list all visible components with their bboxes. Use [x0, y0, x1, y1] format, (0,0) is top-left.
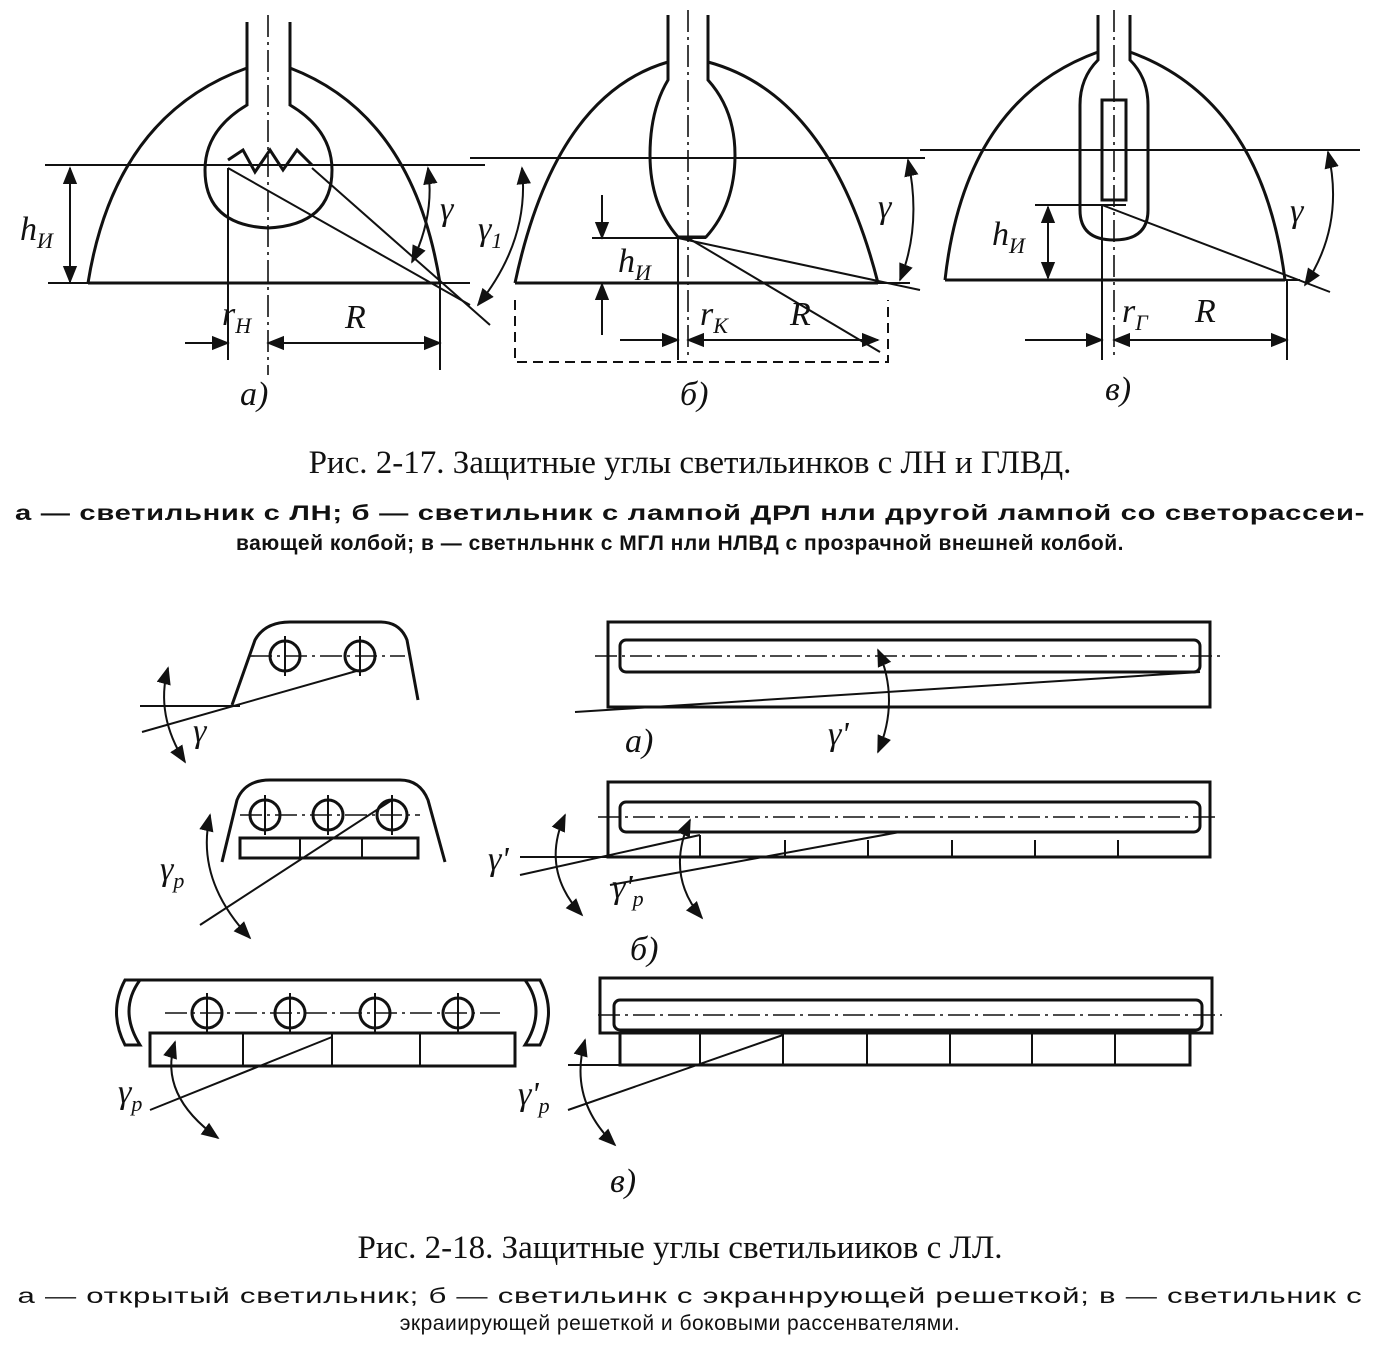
- housing-longitudinal: [606, 780, 1212, 859]
- cutoff-ray-gamma1: [311, 167, 491, 326]
- figure-2-17: hИ rН R γ γ1 а) hИ rК R: [15, 10, 1365, 555]
- cutoff-ray: [1101, 204, 1331, 293]
- gamma-prime-arc: [877, 648, 892, 754]
- side-diffuser-right: [522, 978, 550, 1047]
- lamp-tube-cross-section: [190, 993, 475, 1033]
- panel-b-label: б): [630, 931, 658, 968]
- gamma-arc: [899, 158, 919, 282]
- gamma1-label: γ1: [478, 211, 502, 253]
- panel-b-label: б): [680, 376, 708, 413]
- panel-v-label: в): [610, 1163, 636, 1200]
- gamma-p-label: γр: [160, 851, 184, 893]
- cutoff-ray: [567, 1034, 784, 1111]
- shielding-grid-ticks: [699, 835, 1119, 857]
- figure-caption-2-17: Рис. 2-17. Защитные углы светильинков с …: [309, 445, 1072, 481]
- gamma-arc: [1304, 150, 1339, 287]
- gamma-arc: [156, 666, 186, 764]
- gamma-prime-label: γ': [488, 841, 509, 878]
- gamma-p-prime-arc: [573, 1038, 617, 1147]
- cutoff-ray: [677, 237, 921, 291]
- panel-v-label: в): [1105, 371, 1131, 408]
- gamma-label: γ: [440, 191, 455, 228]
- gamma-label: γ: [878, 189, 893, 226]
- housing-cross-section: [220, 778, 447, 863]
- panel-a-label: а): [240, 376, 268, 413]
- figure-note-2-18-line1: а — открытый светильник; б — светильинк …: [18, 1285, 1363, 1308]
- fig18-panel-b: γр γ' γ'р б): [160, 778, 1220, 968]
- fig17-panel-v: hИ rГ R γ в): [920, 10, 1360, 408]
- shielding-grid-longitudinal: [618, 1031, 1192, 1067]
- figure-note-2-17-line2: вающей колбой; в — светнльннк с МГЛ нли …: [236, 532, 1124, 555]
- housing-longitudinal: [606, 620, 1212, 709]
- cutoff-ray-gamma-prime: [519, 834, 701, 876]
- hi-label: hИ: [618, 243, 652, 285]
- R-label: R: [789, 296, 811, 333]
- figure-note-2-17-line1: а — светильник с ЛН; б — светильник с ла…: [15, 502, 1365, 525]
- gamma-p-label: γр: [118, 1074, 142, 1116]
- housing-cross-section: [230, 620, 420, 706]
- rg-label: rГ: [1122, 293, 1149, 335]
- gamma-p-arc: [199, 813, 252, 940]
- gamma-p-prime-label: γ'р: [518, 1076, 550, 1118]
- shielding-grid-cells: [699, 1033, 1116, 1065]
- reflector-outline: [943, 15, 1287, 281]
- gamma-prime-arc: [551, 813, 584, 917]
- fig18-panel-v: γр γ'р в): [115, 976, 1222, 1200]
- panel-a-label: а): [625, 723, 653, 760]
- cutoff-ray: [199, 799, 393, 926]
- gamma-prime-label: γ': [828, 716, 849, 753]
- gamma-p-arc: [163, 1040, 220, 1140]
- rk-label: rК: [700, 296, 729, 338]
- gamma-p-prime-label: γ'р: [612, 869, 644, 911]
- reflector-outline: [86, 22, 442, 284]
- figure-caption-2-18: Рис. 2-18. Защитные углы светильииков с …: [358, 1230, 1003, 1266]
- R-label: R: [1194, 293, 1216, 330]
- gamma-p-prime-arc: [676, 818, 704, 920]
- figure-2-18: γ γ' а) γр: [18, 620, 1363, 1335]
- figure-note-2-18-line2: экраиирующей решеткой и боковыми рассенв…: [400, 1312, 961, 1335]
- hi-label: hИ: [20, 211, 54, 253]
- reflector-outline: [513, 15, 880, 284]
- fig17-panel-b: hИ rК R γ б): [470, 10, 925, 413]
- housing-longitudinal: [598, 976, 1214, 1035]
- fig17-panel-a: hИ rН R γ γ1 а): [20, 15, 531, 413]
- R-label: R: [344, 299, 366, 336]
- side-diffuser-left: [115, 978, 143, 1047]
- fig18-panel-a: γ γ' а): [140, 620, 1222, 764]
- lamp-bulb: [648, 62, 737, 239]
- lamp-filament: [227, 147, 314, 175]
- rn-label: rН: [222, 296, 252, 338]
- gamma-label: γ: [193, 713, 208, 750]
- gamma-label: γ: [1290, 193, 1305, 230]
- cutoff-ray-gamma-p-prime: [609, 831, 901, 886]
- hi-label: hИ: [992, 216, 1026, 258]
- cutoff-ray: [141, 669, 361, 733]
- gamma1-arc: [476, 166, 531, 307]
- gamma-arc: [411, 166, 438, 264]
- diffuser-outline: [514, 300, 889, 363]
- cutoff-ray: [149, 1036, 333, 1111]
